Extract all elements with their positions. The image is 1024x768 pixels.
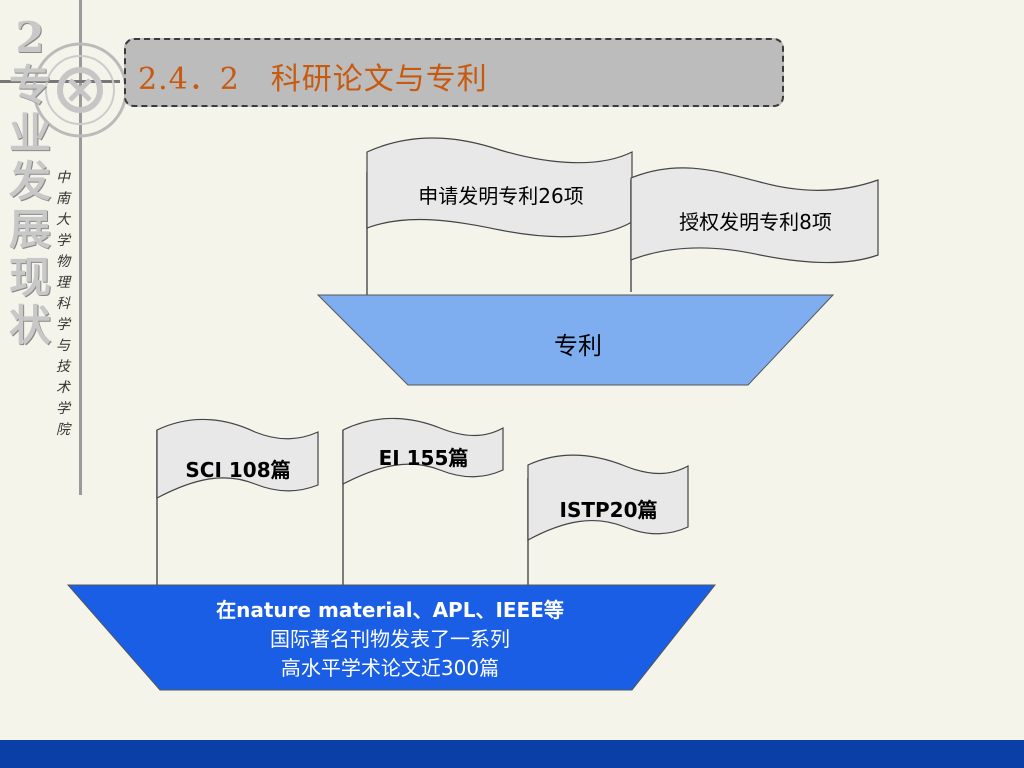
papers-ship-text: 在nature material、APL、IEEE等 国际著名刊物发表了一系列 … <box>120 596 660 683</box>
flag-ei <box>342 417 504 485</box>
school-char: 大 <box>56 212 70 228</box>
sidebar-char: 状 <box>8 301 51 350</box>
flag-sci-label: SCI 108篇 <box>185 458 291 482</box>
papers-ship-line: 在nature material、APL、IEEE等 <box>216 598 564 622</box>
school-char: 物 <box>56 254 70 270</box>
papers-ship-line: 高水平学术论文近300篇 <box>280 656 500 680</box>
sidebar-divider-line <box>79 0 82 495</box>
sidebar-char: 业 <box>8 109 51 158</box>
flag-granted-patent <box>630 167 879 264</box>
school-char: 与 <box>56 338 70 354</box>
school-char: 学 <box>56 317 70 333</box>
sidebar-char: 展 <box>8 205 51 254</box>
title-box <box>124 38 784 107</box>
school-char: 科 <box>56 296 70 312</box>
patent-ship-label: 专利 <box>554 332 602 360</box>
school-char: 学 <box>56 233 70 249</box>
school-char: 技 <box>56 359 70 375</box>
school-char: 院 <box>56 422 70 438</box>
flag-istp-label: ISTP20篇 <box>559 498 658 522</box>
sidebar-school-name: 中 南 大 学 物 理 科 学 与 技 术 学 院 <box>52 168 74 441</box>
patent-ship <box>316 294 835 386</box>
sidebar-char: 专 <box>8 61 51 110</box>
papers-ship <box>66 584 717 691</box>
school-char: 理 <box>56 275 70 291</box>
sidebar-char: 现 <box>8 253 51 302</box>
flag-granted-patent-label: 授权发明专利8项 <box>679 210 832 234</box>
page-title: 2.4．2 科研论文与专利 <box>138 62 488 97</box>
school-char: 南 <box>56 191 70 207</box>
school-char: 中 <box>56 170 70 186</box>
school-char: 术 <box>56 380 70 396</box>
footer-bar <box>0 740 1024 768</box>
flag-apply-patent-label: 申请发明专利26项 <box>418 184 584 208</box>
flag-sci <box>156 418 319 499</box>
flag-istp <box>527 454 689 542</box>
school-char: 学 <box>56 401 70 417</box>
sidebar-char: 2 <box>15 13 45 62</box>
sidebar-char: 发 <box>8 157 51 206</box>
flag-ei-label: EI 155篇 <box>378 446 469 470</box>
papers-ship-line: 国际著名刊物发表了一系列 <box>270 627 510 651</box>
sidebar-vertical-title: 2 专 业 发 展 现 状 <box>0 14 60 350</box>
